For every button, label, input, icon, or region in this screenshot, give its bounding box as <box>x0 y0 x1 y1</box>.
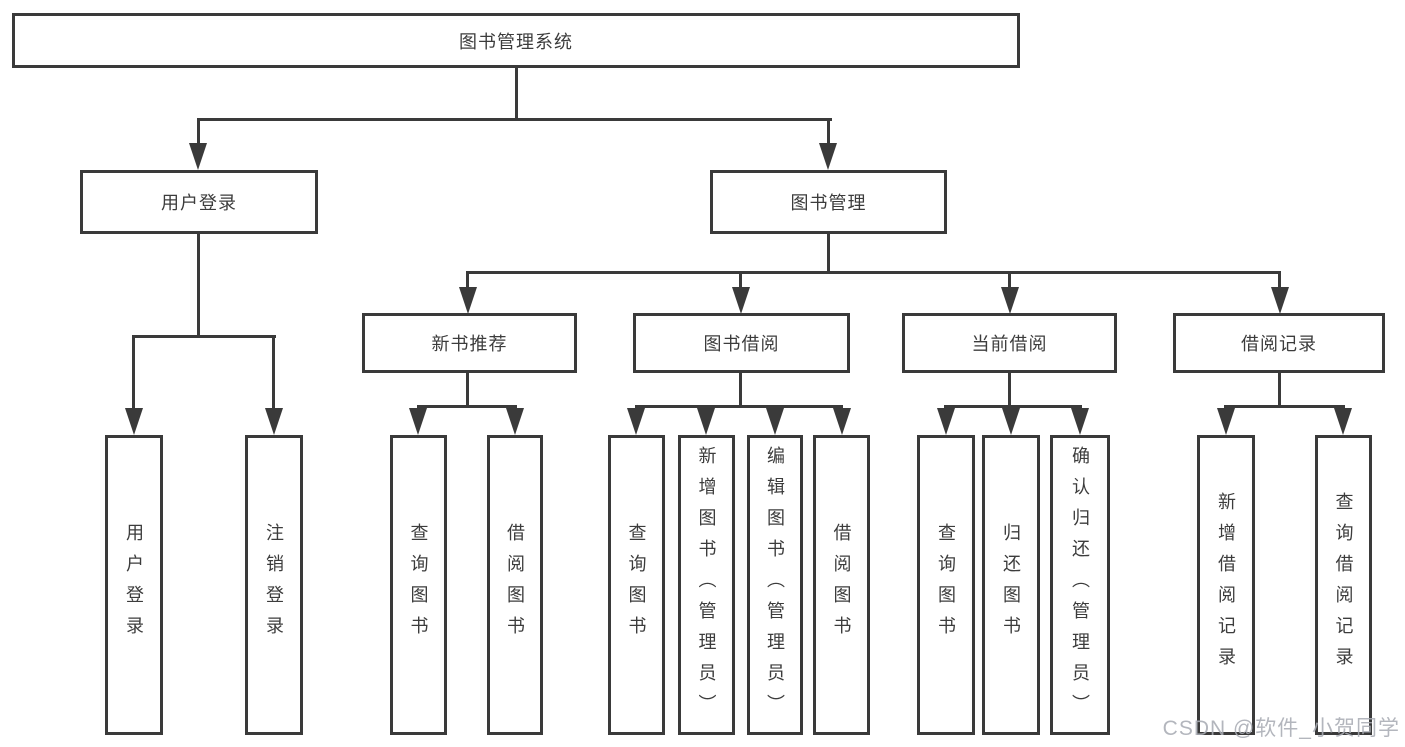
node-book-borrowing: 图书借阅 <box>633 313 850 373</box>
connector-drop <box>466 271 469 289</box>
node-borrow-records: 借阅记录 <box>1173 313 1385 373</box>
node-current-borrowing: 当前借阅 <box>902 313 1117 373</box>
leaf-borrow-books: 借阅图书 <box>813 435 870 735</box>
leaf-user-login-label: 用户登录 <box>124 523 144 647</box>
connector-stub <box>197 233 200 337</box>
leaf-edit-book-admin-label: 编辑图书（管理员） <box>765 445 785 725</box>
connector-stub <box>1008 373 1011 408</box>
leaf-borrow-books-label: 借阅图书 <box>831 523 852 647</box>
connector-drop <box>197 118 200 148</box>
arrowhead <box>1071 408 1089 435</box>
connector-drop <box>272 335 275 411</box>
arrowhead <box>766 408 784 435</box>
leaf-query-books-borrowing: 查询图书 <box>608 435 665 735</box>
node-library-system: 图书管理系统 <box>12 13 1020 68</box>
arrowhead <box>1001 287 1019 314</box>
arrowhead <box>732 287 750 314</box>
node-borrow-records-label: 借阅记录 <box>1241 334 1317 354</box>
leaf-confirm-return-admin: 确认归还（管理员） <box>1050 435 1110 735</box>
leaf-edit-book-admin: 编辑图书（管理员） <box>747 435 803 735</box>
node-current-borrowing-label: 当前借阅 <box>971 334 1048 354</box>
node-book-borrowing-label: 图书借阅 <box>703 334 780 354</box>
arrowhead <box>125 408 143 435</box>
connector-branch-l3 <box>466 271 1281 274</box>
connector-drop <box>739 271 742 289</box>
leaf-borrow-books-recommend-label: 借阅图书 <box>505 523 525 647</box>
leaf-query-borrow-record: 查询借阅记录 <box>1315 435 1372 735</box>
leaf-user-login: 用户登录 <box>105 435 163 735</box>
leaf-return-book: 归还图书 <box>982 435 1040 735</box>
arrowhead <box>1334 408 1352 435</box>
arrowhead <box>409 408 427 435</box>
arrowhead <box>1002 408 1020 435</box>
watermark: CSDN @软件_小贺同学 <box>1162 717 1400 740</box>
node-book-management: 图书管理 <box>710 170 947 234</box>
leaf-confirm-return-admin-label: 确认归还（管理员） <box>1070 445 1090 725</box>
leaf-query-books-recommend-label: 查询图书 <box>408 523 429 647</box>
leaf-query-books-current-label: 查询图书 <box>936 523 956 647</box>
arrowhead <box>265 408 283 435</box>
leaf-add-borrow-record-label: 新增借阅记录 <box>1216 492 1236 678</box>
connector-branch <box>635 405 843 408</box>
connector-branch-l2 <box>197 118 832 121</box>
connector-drop <box>132 335 135 411</box>
connector-branch <box>944 405 1082 408</box>
connector-stub <box>1278 373 1281 408</box>
arrowhead <box>819 143 837 170</box>
leaf-borrow-books-recommend: 借阅图书 <box>487 435 543 735</box>
connector-branch <box>417 405 517 408</box>
arrowhead <box>627 408 645 435</box>
node-book-management-label: 图书管理 <box>790 193 867 213</box>
leaf-add-borrow-record: 新增借阅记录 <box>1197 435 1255 735</box>
arrowhead <box>697 408 715 435</box>
connector-drop <box>827 118 830 148</box>
leaf-query-books-borrowing-label: 查询图书 <box>626 523 647 647</box>
connector-trunk <box>515 68 518 121</box>
arrowhead <box>1271 287 1289 314</box>
leaf-logout: 注销登录 <box>245 435 303 735</box>
connector-stub <box>466 373 469 408</box>
connector-drop <box>1278 271 1281 289</box>
leaf-query-borrow-record-label: 查询借阅记录 <box>1333 492 1354 678</box>
node-library-system-label: 图书管理系统 <box>459 31 573 52</box>
node-new-book-recommend: 新书推荐 <box>362 313 577 373</box>
connector-drop <box>1008 271 1011 289</box>
connector-branch-userlogin <box>133 335 276 338</box>
arrowhead <box>1217 408 1235 435</box>
connector-stub <box>827 233 830 274</box>
node-user-login: 用户登录 <box>80 170 318 234</box>
leaf-query-books-current: 查询图书 <box>917 435 975 735</box>
arrowhead <box>189 143 207 170</box>
node-new-book-recommend-label: 新书推荐 <box>431 334 508 354</box>
leaf-return-book-label: 归还图书 <box>1001 523 1021 647</box>
arrowhead <box>833 408 851 435</box>
node-user-login-label: 用户登录 <box>161 193 237 213</box>
leaf-add-book-admin: 新增图书（管理员） <box>678 435 735 735</box>
leaf-logout-label: 注销登录 <box>264 523 284 647</box>
arrowhead <box>459 287 477 314</box>
leaf-query-books-recommend: 查询图书 <box>390 435 447 735</box>
arrowhead <box>937 408 955 435</box>
arrowhead <box>506 408 524 435</box>
connector-stub <box>739 373 742 408</box>
leaf-add-book-admin-label: 新增图书（管理员） <box>696 445 717 725</box>
connector-branch <box>1224 405 1345 408</box>
